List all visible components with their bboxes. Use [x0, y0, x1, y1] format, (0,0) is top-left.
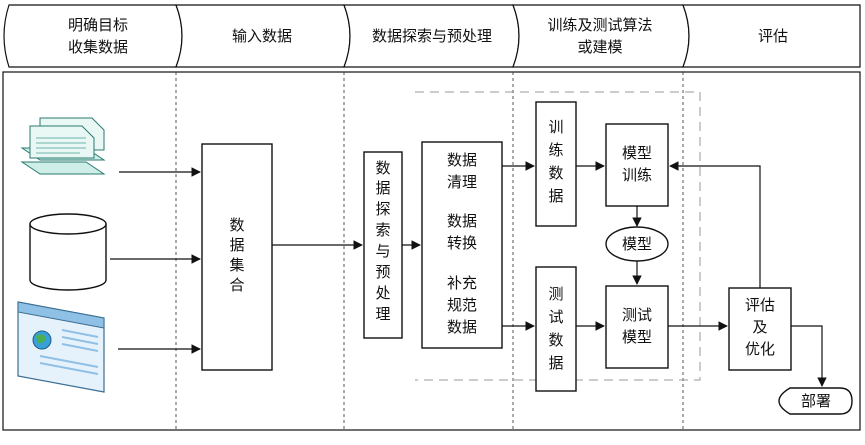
test-data-char: 测 [548, 285, 563, 303]
document-stack-icon [20, 117, 106, 175]
explore-char: 探 [375, 200, 390, 218]
train-data-char: 练 [548, 141, 563, 159]
explore-char: 据 [375, 179, 390, 197]
train-data-char: 据 [548, 187, 563, 205]
model-test-box [605, 285, 669, 369]
web-page-icon [17, 301, 105, 393]
evaluate-line: 及 [752, 318, 767, 336]
test-data-box [535, 266, 577, 392]
stage-1-label-line2: 收集数据 [68, 38, 128, 56]
explore-char: 数 [375, 159, 390, 177]
model-train-line: 训练 [622, 166, 652, 184]
arrow-evaluate-to-deploy [791, 325, 827, 387]
preprocess-line: 规范 [447, 296, 477, 314]
stage-4-label-line1: 训练及测试算法 [547, 16, 652, 34]
stage-header: 明确目标 收集数据 输入数据 数据探索与预处理 训练及测试算法 或建模 评估 [3, 4, 861, 68]
preprocess-line: 数据 [447, 151, 477, 169]
evaluate-box [728, 287, 792, 371]
stage-header-4 [512, 4, 690, 68]
explore-char: 理 [375, 305, 390, 323]
preprocess-line: 数据 [447, 318, 477, 336]
preprocess-line: 补充 [447, 274, 477, 292]
evaluate-line: 评估 [745, 296, 775, 314]
stage-3-label: 数据探索与预处理 [372, 27, 492, 45]
stage-header-5 [682, 4, 861, 68]
explore-char: 预 [375, 263, 390, 281]
database-cylinder-icon [29, 213, 107, 291]
model-train-line: 模型 [622, 144, 652, 162]
dataset-char: 据 [229, 236, 244, 254]
model-test-line: 测试 [622, 306, 652, 324]
preprocess-line: 清理 [447, 173, 477, 191]
body-frame [2, 71, 861, 431]
stage-4-label-line2: 或建模 [577, 38, 622, 56]
train-data-char: 训 [548, 118, 563, 136]
model-test-line: 模型 [622, 328, 652, 346]
explore-box [363, 151, 403, 339]
test-data-char: 据 [548, 354, 563, 372]
dataset-char: 集 [229, 256, 244, 274]
dataset-char: 合 [229, 276, 244, 294]
train-data-char: 数 [548, 164, 563, 182]
stage-header-1 [3, 4, 183, 68]
explore-char: 处 [375, 284, 390, 302]
dataset-box [201, 143, 273, 371]
model-train-box [605, 123, 669, 207]
deploy-tag [778, 387, 853, 415]
preprocess-line: 数据 [447, 212, 477, 230]
evaluate-line: 优化 [745, 340, 775, 358]
train-data-box [535, 101, 577, 227]
arrow-evaluate-feedback [669, 161, 761, 288]
stage-5-label: 评估 [758, 27, 788, 45]
deploy-label: 部署 [801, 392, 831, 410]
stage-1-label-line1: 明确目标 [68, 16, 128, 34]
preprocess-box [421, 141, 503, 349]
explore-char: 与 [375, 242, 390, 260]
preprocess-line: 转换 [447, 234, 477, 252]
test-data-char: 数 [548, 331, 563, 349]
training-group-frame [415, 91, 701, 381]
stage-2-label: 输入数据 [232, 27, 292, 45]
model-label: 模型 [622, 235, 652, 253]
test-data-char: 试 [548, 308, 563, 326]
dataset-char: 数 [229, 216, 244, 234]
explore-char: 索 [375, 221, 390, 239]
